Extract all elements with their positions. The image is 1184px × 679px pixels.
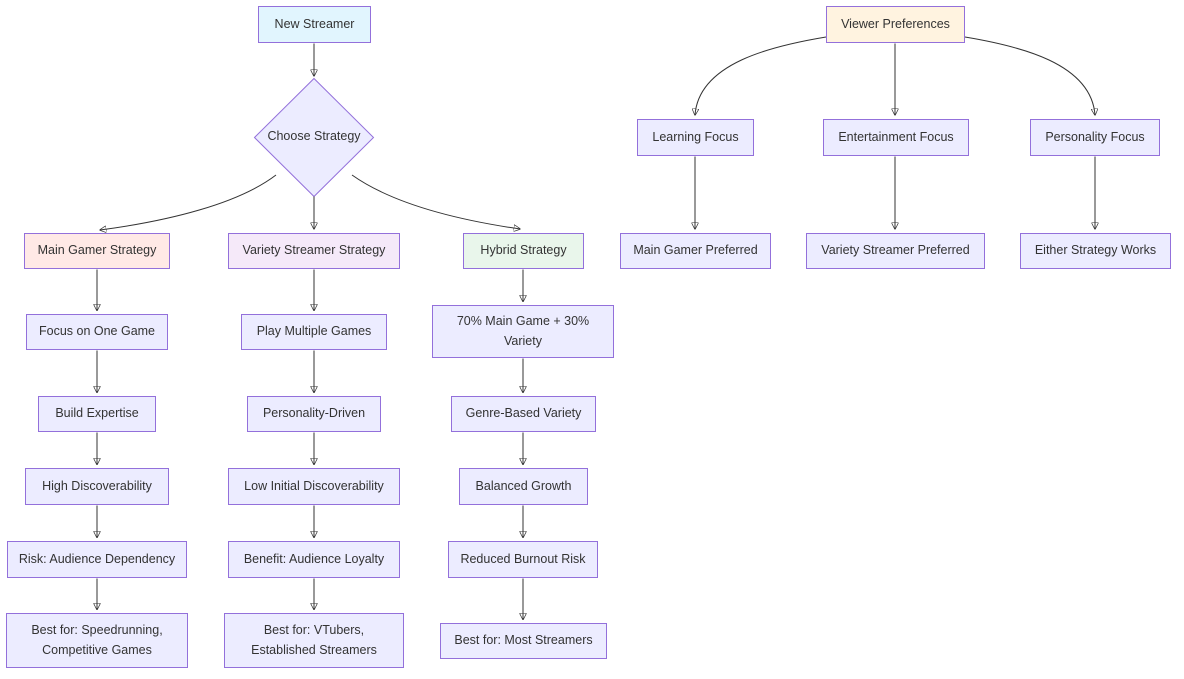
node-focus-on-one-game: Focus on One Game (26, 314, 168, 350)
node-best-for-vtubers: Best for: VTubers, Established Streamers (224, 613, 404, 668)
node-main-gamer-strategy: Main Gamer Strategy (24, 233, 170, 269)
node-play-multiple-games: Play Multiple Games (241, 314, 387, 350)
node-genre-based-variety: Genre-Based Variety (451, 396, 596, 432)
edge-choose-strategy-to-hybrid (351, 174, 520, 229)
node-70-main-30-variety: 70% Main Game + 30% Variety (432, 305, 614, 358)
node-either-strategy-works: Either Strategy Works (1020, 233, 1171, 269)
node-reduced-burnout-risk: Reduced Burnout Risk (448, 541, 598, 578)
node-best-for-speedrunning: Best for: Speedrunning, Competitive Game… (6, 613, 188, 668)
node-choose-strategy-label: Choose Strategy (267, 129, 361, 144)
node-learning-focus: Learning Focus (637, 119, 754, 156)
node-personality-driven: Personality-Driven (247, 396, 381, 432)
edge-choose-strategy-to-main-gamer (100, 174, 277, 230)
node-benefit-audience-loyalty: Benefit: Audience Loyalty (228, 541, 400, 578)
node-high-discoverability: High Discoverability (25, 468, 169, 505)
node-balanced-growth: Balanced Growth (459, 468, 588, 505)
edge-viewer-to-personality-focus (964, 36, 1095, 115)
node-build-expertise: Build Expertise (38, 396, 156, 432)
node-hybrid-strategy: Hybrid Strategy (463, 233, 584, 269)
node-low-initial-discoverability: Low Initial Discoverability (228, 468, 400, 505)
node-main-gamer-preferred: Main Gamer Preferred (620, 233, 771, 269)
edge-viewer-to-learning (695, 36, 827, 115)
node-variety-streamer-strategy: Variety Streamer Strategy (228, 233, 400, 269)
node-viewer-preferences: Viewer Preferences (826, 6, 965, 43)
node-new-streamer: New Streamer (258, 6, 371, 43)
node-personality-focus: Personality Focus (1030, 119, 1160, 156)
node-entertainment-focus: Entertainment Focus (823, 119, 969, 156)
node-risk-audience-dependency: Risk: Audience Dependency (7, 541, 187, 578)
node-variety-streamer-preferred: Variety Streamer Preferred (806, 233, 985, 269)
node-best-for-most-streamers: Best for: Most Streamers (440, 623, 607, 659)
